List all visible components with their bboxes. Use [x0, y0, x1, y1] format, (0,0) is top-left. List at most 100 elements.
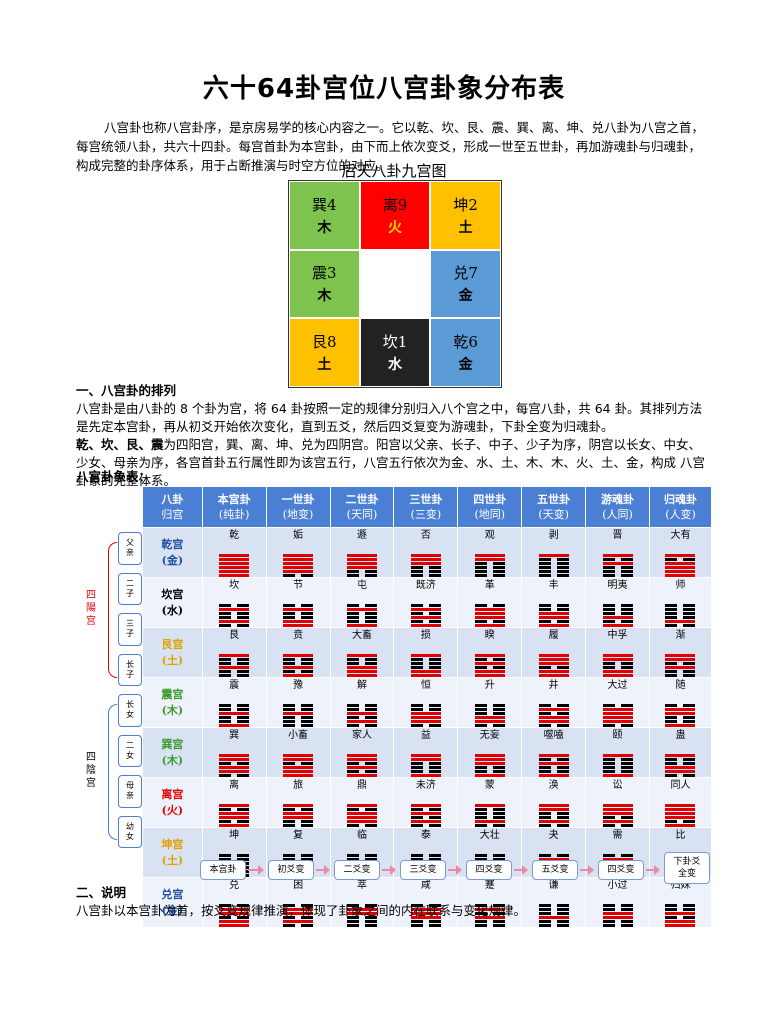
- yang-line: [219, 912, 250, 915]
- yang-line: [665, 812, 696, 815]
- hexagram-cell: 谦: [521, 877, 587, 928]
- hexagram-name: 谦: [548, 880, 559, 891]
- hexagram-icon: [538, 804, 569, 827]
- yin-line: [219, 670, 250, 673]
- hexagram-cell: 家人: [329, 727, 395, 778]
- yin-line: [602, 816, 633, 819]
- yin-line: [665, 704, 696, 707]
- table-header: 本宫卦(纯卦): [201, 486, 267, 528]
- header-sub: (人变): [665, 508, 696, 521]
- yang-line: [538, 554, 569, 557]
- palace-name: 坤宫: [161, 837, 184, 851]
- hexagram-cell: 讼: [585, 777, 650, 828]
- yang-line: [665, 562, 696, 565]
- yin-line: [283, 574, 314, 577]
- yang-line: [283, 558, 314, 561]
- palace-name: 兑宫: [161, 887, 184, 901]
- palace-element: (木): [161, 753, 184, 767]
- hexagram-cell: 颐: [585, 727, 650, 778]
- yin-line: [602, 724, 633, 727]
- yin-line: [538, 766, 569, 769]
- yin-line: [410, 858, 441, 861]
- yin-line: [602, 762, 633, 765]
- hexagram-cell: 井: [521, 677, 587, 728]
- hexagram-icon: [283, 604, 314, 627]
- yang-line: [219, 566, 250, 569]
- hexagram-cell: 涣: [521, 777, 587, 828]
- hexagram-cell: 归妹: [648, 877, 713, 928]
- palace-cell: 震宫(木): [142, 677, 203, 728]
- yang-line: [474, 716, 505, 719]
- yang-line: [410, 774, 441, 777]
- yang-line: [538, 658, 569, 661]
- table-header: 四世卦(地同): [457, 486, 523, 528]
- table-row: 巽宫(木)巽小畜家人益无妄噬嗑颐蛊: [142, 727, 713, 778]
- yin-line: [283, 662, 314, 665]
- yin-line: [283, 720, 314, 723]
- hexagram-icon: [602, 704, 633, 727]
- yang-line: [665, 620, 696, 623]
- hexagram-icon: [665, 754, 696, 777]
- hexagram-name: 革: [484, 580, 495, 591]
- hexagram-icon: [219, 704, 250, 727]
- hexagram-icon: [283, 754, 314, 777]
- yang-line: [474, 558, 505, 561]
- hexagram-name: 颐: [612, 730, 623, 741]
- header-top: 二世卦: [345, 493, 379, 506]
- yin-line: [538, 758, 569, 761]
- hexagram-cell: 鼎: [329, 777, 395, 828]
- yang-line: [283, 774, 314, 777]
- hexagram-cell: 贲: [265, 627, 331, 678]
- trigram-element: 金: [458, 288, 473, 305]
- hexagram-cell: 无妄: [457, 727, 523, 778]
- yang-line: [602, 808, 633, 811]
- yin-line: [346, 920, 377, 923]
- hexagram-icon: [410, 904, 441, 927]
- yang-line: [410, 720, 441, 723]
- yang-line: [665, 566, 696, 569]
- yang-line: [219, 562, 250, 565]
- yin-line: [283, 808, 314, 811]
- yin-line: [665, 762, 696, 765]
- palace-cell: 巽宫(木): [142, 727, 203, 778]
- yang-line: [346, 554, 377, 557]
- yin-line: [538, 904, 569, 907]
- yin-line: [474, 562, 505, 565]
- yin-line: [346, 604, 377, 607]
- yin-line: [346, 574, 377, 577]
- hexagram-icon: [665, 604, 696, 627]
- hexagram-name: 蛊: [675, 730, 686, 741]
- yang-line: [538, 858, 569, 861]
- yang-line: [474, 754, 505, 757]
- yang-line: [538, 662, 569, 665]
- yang-line: [346, 754, 377, 757]
- yang-line: [665, 658, 696, 661]
- yin-line: [219, 604, 250, 607]
- yin-line: [665, 758, 696, 761]
- yin-line: [538, 620, 569, 623]
- yang-line: [410, 654, 441, 657]
- yin-line: [665, 820, 696, 823]
- yin-line: [538, 558, 569, 561]
- yin-line: [474, 766, 505, 769]
- yin-line: [346, 824, 377, 827]
- yang-line: [474, 720, 505, 723]
- yin-line: [283, 854, 314, 857]
- trigram-element: 火: [387, 219, 402, 236]
- relation-label: 二 子: [118, 572, 142, 605]
- yang-line: [602, 708, 633, 711]
- hexagram-cell: 否: [393, 527, 459, 578]
- yang-line: [219, 554, 250, 557]
- yin-line: [665, 608, 696, 611]
- yin-line: [346, 924, 377, 927]
- yang-line: [410, 754, 441, 757]
- hexagram-cell: 蛊: [648, 727, 713, 778]
- yin-line: [283, 904, 314, 907]
- yang-line: [665, 920, 696, 923]
- hexagram-name: 临: [356, 830, 367, 841]
- yin-line: [474, 566, 505, 569]
- yin-line: [283, 616, 314, 619]
- yin-line: [410, 724, 441, 727]
- page-title: 六十64卦宫位八宫卦象分布表: [202, 74, 566, 104]
- yin-line: [346, 662, 377, 665]
